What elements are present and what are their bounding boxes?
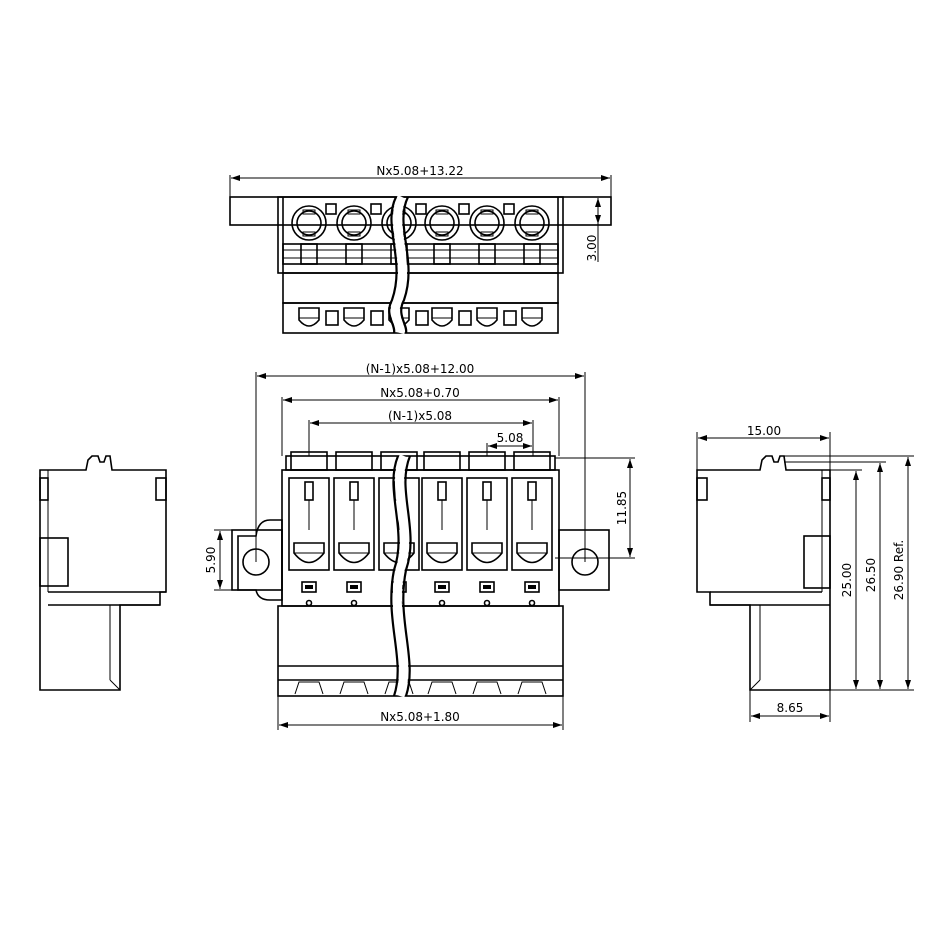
dim-pin-height: 11.85 [615, 491, 629, 525]
terminal-cell [333, 477, 375, 571]
rib [345, 243, 363, 265]
square-slot [325, 203, 337, 215]
dim-bottom-width: Nx5.08+1.80 [380, 710, 460, 724]
terminal-pin [437, 481, 447, 501]
dim-outer-pitch: (N-1)x5.08+12.00 [366, 362, 475, 376]
terminal-cell [511, 477, 553, 571]
screw-slot-bottom [480, 231, 494, 237]
dim-top-width: Nx5.08+13.22 [376, 164, 463, 178]
terminal-cell [288, 477, 330, 571]
screw-hole-outer [291, 205, 327, 241]
terminal-window-inner [350, 585, 358, 589]
screw-slot-bottom [435, 231, 449, 237]
terminal-window-inner [438, 585, 446, 589]
screw-slot-top [347, 209, 361, 215]
terminal-dot [483, 599, 491, 607]
top-view-bottom-pins [298, 307, 543, 327]
square-pin [415, 310, 429, 326]
screw-slot-top [525, 209, 539, 215]
rib [300, 243, 318, 265]
screw-slot-top [435, 209, 449, 215]
terminal-pin [482, 481, 492, 501]
terminal-dot [528, 599, 536, 607]
dim-flange-height: 5.90 [204, 547, 218, 574]
pin-contact [476, 307, 498, 327]
screw-hole-inner [296, 210, 322, 236]
square-slot [415, 203, 427, 215]
bottom-contact [294, 681, 324, 695]
rib [478, 243, 496, 265]
square-slot [370, 203, 382, 215]
pin-contact [343, 307, 365, 327]
terminal-cap [335, 451, 373, 471]
screw-slot-top [480, 209, 494, 215]
pin-contact [521, 307, 543, 327]
square-pin [325, 310, 339, 326]
terminal-window [434, 581, 450, 593]
top-view-screw-holes [291, 205, 550, 241]
screw-hole-inner [341, 210, 367, 236]
screw-hole-outer [424, 205, 460, 241]
dim-body-width: Nx5.08+0.70 [380, 386, 460, 400]
terminal-window [524, 581, 540, 593]
dim-pitch: 5.08 [497, 431, 524, 445]
square-pin [370, 310, 384, 326]
terminal-dot [305, 599, 313, 607]
terminal-pin [304, 481, 314, 501]
top-view: Nx5.08+13.22 3.00 [229, 164, 612, 335]
screw-slot-bottom [347, 231, 361, 237]
top-view-slots [300, 203, 541, 265]
square-slot [458, 203, 470, 215]
dim-top-height: 3.00 [585, 235, 599, 262]
bottom-contact [472, 681, 502, 695]
screw-slot-bottom [302, 231, 316, 237]
terminal-pin [527, 481, 537, 501]
rib [523, 243, 541, 265]
screw-hole-outer [336, 205, 372, 241]
dim-height-26-5: 26.50 [864, 558, 878, 592]
dim-height-25: 25.00 [840, 563, 854, 597]
square-slot [503, 203, 515, 215]
rib [433, 243, 451, 265]
front-view-terminals [288, 451, 553, 695]
terminal-window-inner [305, 585, 313, 589]
dim-inner-pitch: (N-1)x5.08 [388, 409, 452, 423]
terminal-window [346, 581, 362, 593]
screw-slot-bottom [525, 231, 539, 237]
terminal-cap [423, 451, 461, 471]
square-pin [458, 310, 472, 326]
terminal-dot [438, 599, 446, 607]
bottom-contact [427, 681, 457, 695]
pin-contact [298, 307, 320, 327]
right-side-view: 15.00 8.65 25.00 26.50 26.90 Ref. [696, 424, 914, 722]
screw-hole-inner [474, 210, 500, 236]
front-view: (N-1)x5.08+12.00 Nx5.08+0.70 (N-1)x5.08 … [204, 362, 635, 730]
screw-hole-outer [514, 205, 550, 241]
terminal-cap [513, 451, 551, 471]
screw-hole-inner [429, 210, 455, 236]
terminal-window-inner [528, 585, 536, 589]
square-pin [503, 310, 517, 326]
left-side-view [39, 455, 167, 691]
dim-side-bottom: 8.65 [777, 701, 804, 715]
screw-hole-inner [519, 210, 545, 236]
terminal-dot [350, 599, 358, 607]
terminal-pin [349, 481, 359, 501]
pin-contact [431, 307, 453, 327]
bottom-contact [339, 681, 369, 695]
terminal-window [301, 581, 317, 593]
terminal-window [479, 581, 495, 593]
terminal-window-inner [483, 585, 491, 589]
bottom-contact [517, 681, 547, 695]
dim-height-ref: 26.90 Ref. [892, 540, 906, 601]
terminal-cell [421, 477, 463, 571]
terminal-cell [466, 477, 508, 571]
dim-side-depth: 15.00 [747, 424, 781, 438]
screw-slot-top [302, 209, 316, 215]
screw-hole-outer [469, 205, 505, 241]
